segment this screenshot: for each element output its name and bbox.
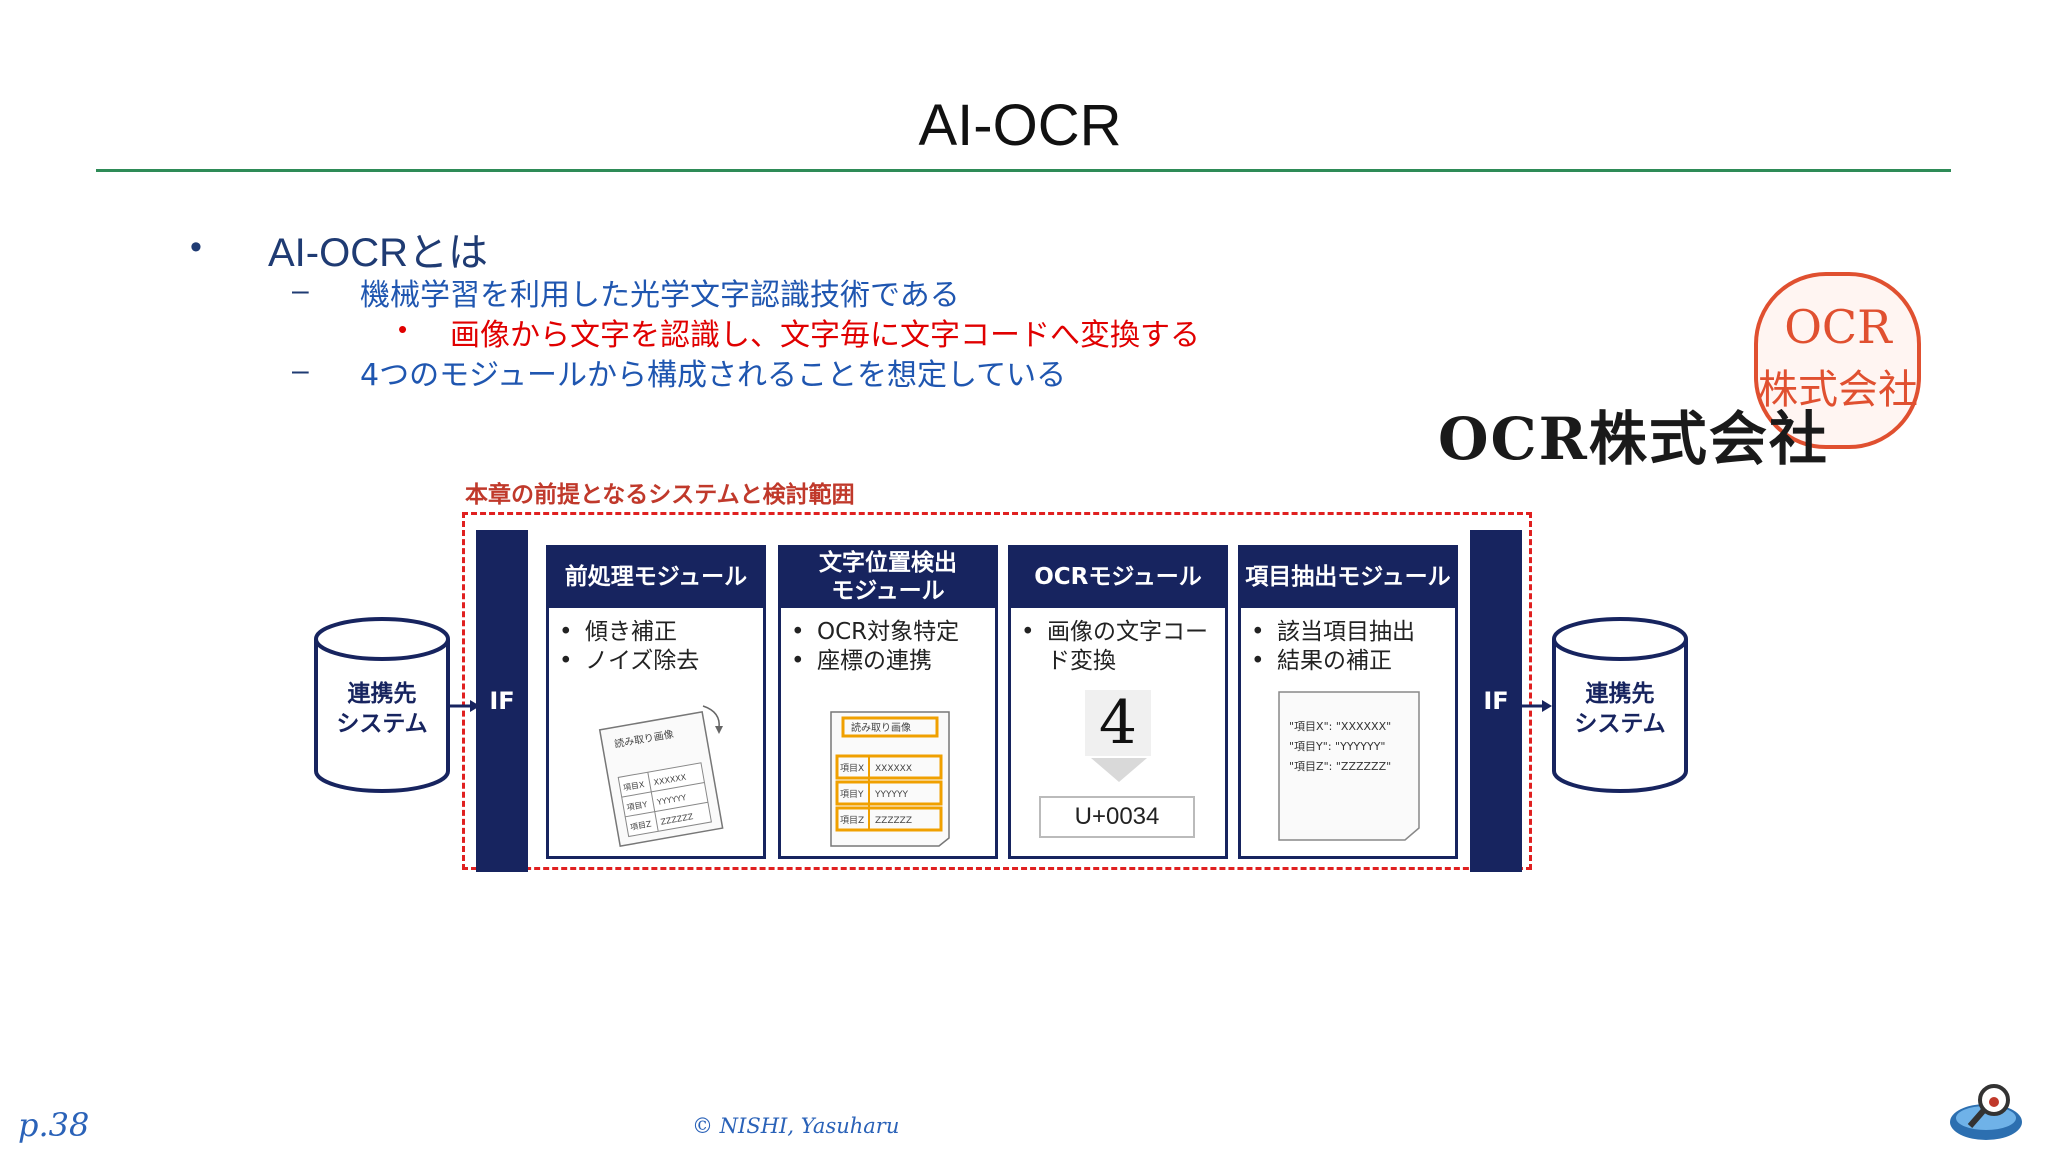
module-item: •結果の補正 — [1251, 647, 1392, 674]
module-item: •座標の連携 — [791, 647, 932, 674]
sub-bullet-modules: 4つのモジュールから構成されることを想定している — [360, 358, 1067, 393]
handwritten-glyph: 4 — [1085, 688, 1151, 758]
if-label: IF — [1483, 687, 1509, 715]
slide-title: AI-OCR — [918, 93, 1122, 158]
module-field-extraction: 項目抽出モジュール •該当項目抽出 •結果の補正 "項目X": "XXXXXX"… — [1238, 545, 1458, 859]
module-item: •画像の文字コード変換 — [1021, 619, 1208, 674]
right-system-label: 連携先 システム — [1550, 680, 1690, 740]
bullet-marker: • — [190, 228, 202, 266]
svg-text:項目X: 項目X — [840, 763, 864, 774]
module-item: •該当項目抽出 — [1251, 619, 1415, 645]
right-system-line1: 連携先 — [1585, 681, 1655, 707]
svg-text:"項目X": "XXXXXX": "項目X": "XXXXXX" — [1289, 720, 1391, 733]
database-icon-right — [1552, 617, 1688, 793]
title-divider — [96, 169, 1951, 172]
interface-bar-left: IF — [476, 530, 528, 872]
svg-text:"項目Y": "YYYYYY": "項目Y": "YYYYYY" — [1289, 740, 1385, 753]
module-ocr: OCRモジュール •画像の文字コード変換 4 U+0034 — [1008, 545, 1228, 859]
svg-text:読み取り画像: 読み取り画像 — [851, 721, 911, 734]
copyright-notice: © NISHI, Yasuharu — [692, 1114, 900, 1138]
sub-bullet-definition: 機械学習を利用した光学文字認識技術である — [360, 278, 960, 313]
sub-bullet-marker: – — [292, 274, 309, 307]
scope-boundary — [462, 512, 1532, 870]
module-text-position-detection: 文字位置検出モジュール •OCR対象特定 •座標の連携 読み取り画像 項目X X… — [778, 545, 998, 859]
company-name-print: OCR株式会社 — [1438, 405, 1829, 473]
module-item: •ノイズ除去 — [559, 647, 700, 674]
module-title: OCRモジュール — [1011, 548, 1225, 608]
magnifier-logo-icon — [1950, 1084, 2022, 1140]
sub-bullet-marker: – — [292, 354, 309, 387]
svg-text:項目X: 項目X — [622, 780, 645, 793]
unicode-result-box: U+0034 — [1039, 796, 1195, 838]
left-system-label: 連携先 システム — [312, 680, 452, 740]
module-title: 項目抽出モジュール — [1241, 548, 1455, 608]
svg-text:項目Z: 項目Z — [629, 819, 652, 832]
page-number: p.38 — [18, 1106, 90, 1144]
arrow-right-icon — [450, 700, 480, 712]
module-title-line1: 文字位置検出 — [819, 550, 957, 577]
module-item: •OCR対象特定 — [791, 619, 960, 645]
seal-text-bottom: 株式会社 — [1758, 367, 1918, 413]
svg-text:XXXXXX: XXXXXX — [875, 764, 912, 774]
svg-text:YYYYYY: YYYYYY — [874, 790, 908, 800]
arrow-right-icon — [1522, 700, 1552, 712]
module-item-line1: 画像の文字コー — [1047, 619, 1208, 645]
interface-bar-right: IF — [1470, 530, 1522, 872]
bullet-ai-ocr: AI-OCRとは — [268, 231, 488, 275]
left-system-line2: システム — [336, 710, 428, 737]
sub-sub-bullet-conversion: 画像から文字を認識し、文字毎に文字コードへ変換する — [450, 318, 1200, 353]
svg-text:"項目Z": "ZZZZZZ": "項目Z": "ZZZZZZ" — [1289, 760, 1391, 773]
sub-sub-bullet-marker: • — [398, 314, 408, 344]
company-seal-stamp: OCR 株式会社 — [1754, 272, 1921, 449]
svg-text:項目Z: 項目Z — [840, 815, 864, 826]
scope-label: 本章の前提となるシステムと検討範囲 — [465, 482, 855, 508]
svg-text:ZZZZZZ: ZZZZZZ — [875, 816, 912, 826]
module-item: •傾き補正 — [559, 619, 677, 645]
module-title-line2: モジュール — [831, 578, 945, 604]
module-item-line2: ド変換 — [1047, 647, 1116, 674]
svg-text:項目Y: 項目Y — [626, 800, 648, 813]
database-icon-left — [314, 617, 450, 793]
left-system-line1: 連携先 — [347, 681, 417, 707]
module-title: 文字位置検出モジュール — [781, 548, 995, 608]
seal-text-top: OCR — [1784, 300, 1893, 354]
module-preprocessing: 前処理モジュール •傾き補正 •ノイズ除去 読み取り画像 項目X XXXXXX … — [546, 545, 766, 859]
svg-text:項目Y: 項目Y — [840, 789, 864, 800]
if-label: IF — [489, 687, 515, 715]
right-system-line2: システム — [1574, 710, 1666, 737]
module-title: 前処理モジュール — [549, 548, 763, 608]
arrow-down-icon — [1091, 758, 1147, 782]
skewed-document-icon: 読み取り画像 項目X XXXXXX 項目Y YYYYYY 項目Z ZZZZZZ — [598, 705, 724, 847]
json-result-document-icon: "項目X": "XXXXXX" "項目Y": "YYYYYY" "項目Z": "… — [1278, 691, 1420, 841]
detected-document-icon: 読み取り画像 項目X XXXXXX 項目Y YYYYYY 項目Z ZZZZZZ — [830, 711, 950, 847]
